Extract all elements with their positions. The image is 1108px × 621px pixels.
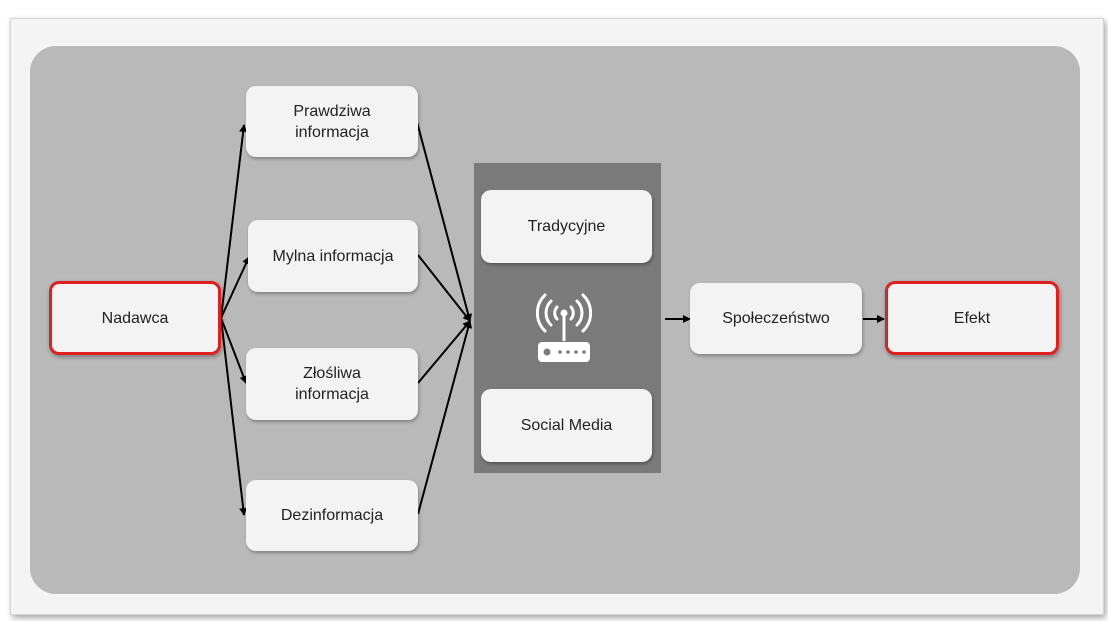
social-media-label: Social Media (520, 417, 613, 434)
sender-label: Nadawca (101, 309, 169, 327)
true-info-box: Prawdziwa informacja (246, 86, 418, 157)
society-label: Społeczeństwo (722, 310, 830, 327)
effect-label: Efekt (953, 309, 991, 327)
society-box: Społeczeństwo (690, 283, 862, 354)
misinformation-label: Mylna informacja (272, 247, 394, 265)
traditional-media-box: Tradycyjne (481, 190, 652, 263)
traditional-media-label: Tradycyjne (527, 218, 606, 235)
effect-box: Efekt (885, 281, 1059, 355)
malinformation-box: Złośliwa informacja (246, 348, 418, 420)
social-media-box: Social Media (481, 389, 652, 462)
disinformation-label: Dezinformacja (280, 507, 384, 524)
sender-box: Nadawca (49, 281, 221, 355)
wireless-router-icon (536, 293, 592, 362)
malinformation-label: Złośliwa informacja (295, 365, 369, 403)
true-info-label: Prawdziwa informacja (293, 102, 371, 141)
misinformation-box: Mylna informacja (248, 220, 418, 292)
disinformation-box: Dezinformacja (246, 480, 418, 551)
